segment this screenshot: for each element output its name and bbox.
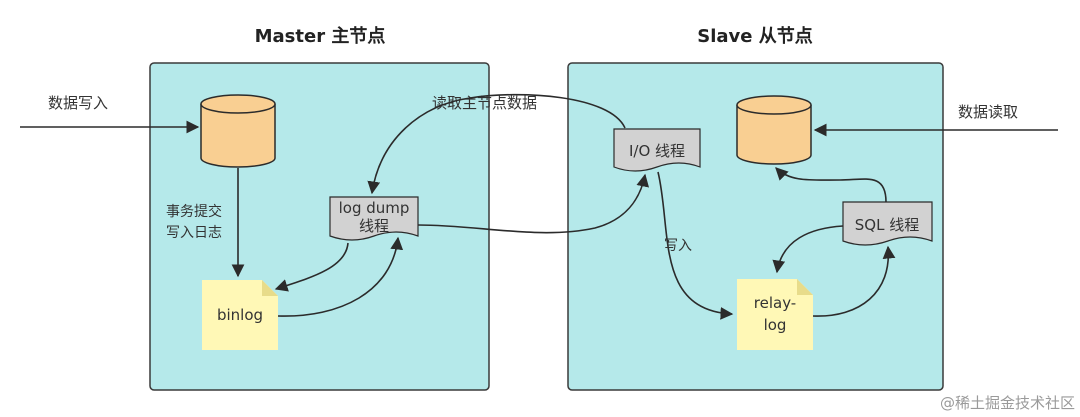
log-dump-label-2: 线程 (359, 217, 389, 235)
commit-label-1: 事务提交 (166, 203, 222, 220)
watermark: @稀土掘金技术社区 (940, 394, 1075, 412)
master-database-icon (200, 94, 276, 168)
relay-log-label-2: log (764, 316, 787, 334)
sql-to-relay-arrow (772, 225, 844, 274)
io-thread-doc (613, 128, 701, 172)
write-label: 写入 (664, 238, 692, 254)
slave-database-icon (736, 95, 812, 165)
sql-apply-arrow (775, 167, 887, 203)
relay-to-sql-arrow (812, 245, 896, 317)
binlog-to-dump-arrow (277, 236, 404, 317)
read-master-data-label: 读取主节点数据 (432, 94, 537, 112)
log-dump-thread-doc (329, 196, 419, 241)
write-relay-arrow (657, 171, 734, 320)
binlog-transfer-arrow (417, 173, 650, 234)
slave-title: Slave 从节点 (697, 25, 813, 47)
read-request-arrow (367, 93, 626, 195)
sql-thread-doc (842, 201, 933, 246)
dump-to-binlog-arrow (274, 242, 349, 292)
data-read-label: 数据读取 (958, 103, 1018, 121)
master-title: Master 主节点 (255, 25, 386, 47)
data-write-label: 数据写入 (48, 94, 108, 112)
relay-log-note (737, 279, 813, 350)
log-dump-label-1: log dump (339, 199, 410, 217)
binlog-note (202, 280, 278, 350)
sql-thread-label: SQL 线程 (855, 216, 919, 234)
commit-label-2: 写入日志 (166, 225, 222, 241)
relay-log-label-1: relay- (754, 294, 796, 312)
io-thread-label: I/O 线程 (629, 142, 685, 160)
binlog-label: binlog (217, 306, 263, 324)
